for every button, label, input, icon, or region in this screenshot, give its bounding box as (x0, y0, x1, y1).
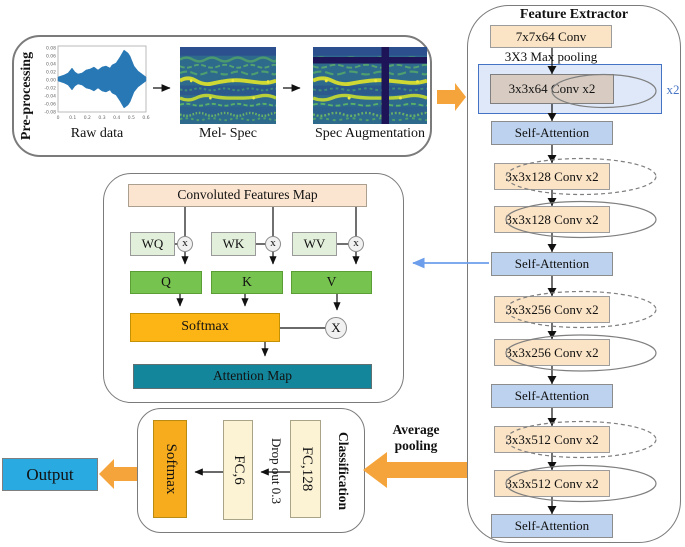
query-box: Q (130, 271, 202, 294)
attention-map-box: Attention Map (133, 364, 372, 389)
svg-text:0.1: 0.1 (69, 115, 76, 121)
svg-text:-0.06: -0.06 (44, 102, 56, 108)
max-pooling-label: 3X3 Max pooling (504, 49, 598, 64)
preprocessing-label-wrap: Pre-processing (14, 40, 40, 152)
arrow-prep-to-extractor (437, 83, 466, 111)
preprocessing-label: Pre-processing (19, 51, 34, 141)
conv-3x3x128-box-2: 3x3x128 Conv x2 (494, 206, 610, 233)
convoluted-features-map-box: Convoluted Features Map (128, 184, 367, 207)
raw-data-label: Raw data (70, 126, 124, 141)
multiply-icon: x (348, 236, 364, 252)
svg-text:0.04: 0.04 (46, 62, 56, 68)
fc128-box: FC,128 (290, 420, 321, 518)
spec-augmentation-image (313, 47, 427, 124)
conv-3x3x256-box-2: 3x3x256 Conv x2 (494, 339, 610, 366)
svg-text:0.02: 0.02 (46, 70, 56, 76)
svg-text:0.00: 0.00 (46, 78, 56, 84)
self-attention-box-1: Self-Attention (491, 121, 613, 145)
wk-box: WK (211, 232, 256, 256)
repeat-x2-badge: x2 (666, 82, 680, 97)
time-mask-bar (381, 47, 389, 124)
classification-softmax-label: Softmax (162, 443, 179, 495)
key-box: K (211, 271, 283, 294)
self-attention-box-4: Self-Attention (491, 514, 613, 538)
svg-text:0.08: 0.08 (46, 46, 56, 52)
average-pooling-label: Average pooling (392, 422, 440, 453)
wv-box: WV (292, 232, 337, 256)
svg-text:0.5: 0.5 (128, 115, 135, 121)
classification-label-wrap: Classification (330, 418, 356, 524)
svg-text:0: 0 (57, 115, 60, 121)
svg-text:-0.08: -0.08 (44, 110, 56, 116)
mel-spectrogram-image (180, 47, 276, 124)
svg-text:0.06: 0.06 (46, 54, 56, 60)
classification-label: Classification (336, 431, 351, 511)
multiply-icon: x (177, 236, 193, 252)
svg-text:0.6: 0.6 (142, 115, 149, 121)
svg-text:0.2: 0.2 (84, 115, 91, 121)
conv-3x3x512-box-1: 3x3x512 Conv x2 (494, 426, 610, 453)
multiply-output-icon: X (325, 317, 347, 339)
svg-text:-0.02: -0.02 (44, 86, 56, 92)
dropout-label-wrap: Drop out 0.3 (263, 420, 289, 522)
waveform-x-ticks: 0 0.1 0.2 0.3 0.4 0.5 0.6 (57, 115, 150, 121)
waveform-y-ticks: 0.08 0.06 0.04 0.02 0.00 -0.02 -0.04 -0.06 -0.08 (44, 46, 56, 116)
svg-text:0.4: 0.4 (113, 115, 120, 121)
fc6-label: FC,6 (230, 455, 247, 485)
conv-3x3x128-box-1: 3x3x128 Conv x2 (494, 163, 610, 190)
self-attention-box-3: Self-Attention (491, 384, 613, 408)
waveform-shape (57, 49, 147, 109)
freq-mask-bar (313, 57, 427, 64)
attention-softmax-box: Softmax (130, 313, 280, 342)
multiply-icon: x (265, 236, 281, 252)
conv-3x3x64-box: 3x3x64 Conv x2 (490, 74, 614, 104)
feature-extractor-title: Feature Extractor (519, 7, 629, 22)
conv-7x7x64-box: 7x7x64 Conv (490, 25, 612, 48)
svg-text:0.3: 0.3 (98, 115, 105, 121)
conv-3x3x512-box-2: 3x3x512 Conv x2 (494, 470, 610, 497)
svg-text:-0.04: -0.04 (44, 94, 56, 100)
arrow-to-output (99, 459, 137, 489)
fc128-label: FC,128 (298, 446, 315, 492)
value-box: V (291, 271, 372, 294)
spec-aug-label: Spec Augmentation (314, 126, 426, 141)
output-box: Output (2, 458, 98, 491)
self-attention-box-2: Self-Attention (491, 252, 613, 276)
fc6-box: FC,6 (223, 420, 253, 520)
classification-softmax-box: Softmax (153, 420, 187, 518)
dropout-label: Drop out 0.3 (269, 437, 284, 505)
conv-3x3x256-box-1: 3x3x256 Conv x2 (494, 296, 610, 323)
wq-box: WQ (130, 232, 175, 256)
mel-spec-label: Mel- Spec (199, 126, 257, 141)
arrow-average-pooling (363, 452, 467, 488)
raw-waveform-plot: 0.08 0.06 0.04 0.02 0.00 -0.02 -0.04 -0.06 -0.08… (44, 46, 150, 122)
